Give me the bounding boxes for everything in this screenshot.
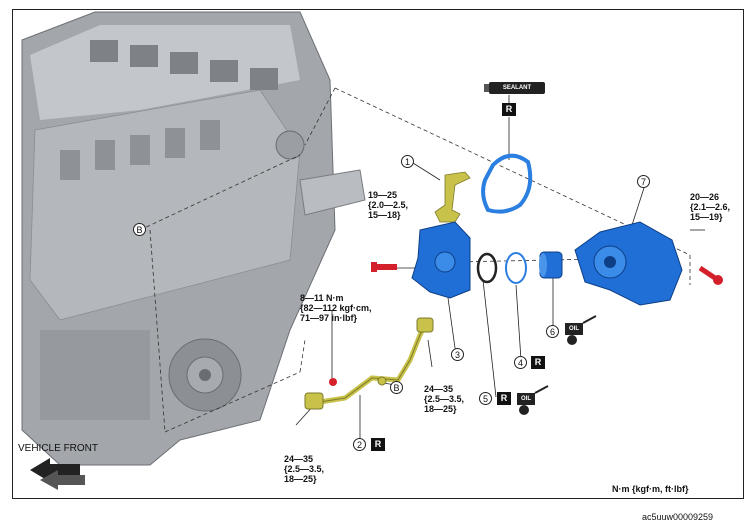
vehicle-front-label: VEHICLE FRONT [18, 443, 99, 454]
torque-pipe-lower: 24—35 {2.5—3.5, 18—25} [284, 454, 325, 484]
callout-6: 6 [546, 325, 559, 338]
gasket [481, 153, 533, 214]
torque-pipe-upper: 24—35 {2.5—3.5, 18—25} [424, 384, 465, 414]
bolt-right [698, 265, 723, 285]
replace-badge-5: R [497, 392, 511, 405]
callout-7: 7 [637, 175, 650, 188]
oil-can-icon-6 [565, 315, 597, 345]
oil-label-5: OIL [521, 396, 531, 402]
bolt-small [329, 378, 337, 386]
replace-badge-2: R [371, 438, 385, 451]
bolt-left [371, 262, 397, 272]
part-1-bolt [434, 171, 471, 223]
torque-bolt-right: 20—26 {2.1—2.6, 15—19} [690, 192, 731, 222]
part-2-pipe [304, 317, 434, 410]
torque-small-bolt: 8—11 N·m {82—112 kgf·cm, 71—97 in·lbf} [300, 293, 372, 323]
part-7-pump [574, 221, 683, 306]
callout-1: 1 [401, 155, 414, 168]
part-5-o-ring [476, 252, 498, 284]
callout-b-right: B [390, 381, 403, 394]
callout-4: 4 [514, 356, 527, 369]
replace-badge-gasket: R [502, 103, 516, 116]
callout-5: 5 [479, 392, 492, 405]
callout-3: 3 [451, 348, 464, 361]
sealant-tube-icon [484, 84, 492, 92]
replace-badge-4: R [531, 356, 545, 369]
callout-b-left: B [133, 223, 146, 236]
figure-code: ac5uuw00009259 [642, 512, 714, 522]
vehicle-front-arrow [30, 458, 85, 490]
torque-bolt-left: 19—25 {2.0—2.5, 15—18} [368, 190, 409, 220]
oil-can-icon-5 [517, 385, 549, 415]
callout-2: 2 [353, 438, 366, 451]
part-4-seal [505, 252, 527, 284]
projection-lines [139, 87, 691, 433]
oil-label-6: OIL [569, 326, 579, 332]
part-6-coupling [539, 251, 563, 279]
part-3-housing [411, 221, 471, 299]
sealant-label: SEALANT [489, 82, 545, 94]
units-label: N·m {kgf·m, ft·lbf} [612, 484, 689, 494]
engine-block [21, 11, 366, 466]
